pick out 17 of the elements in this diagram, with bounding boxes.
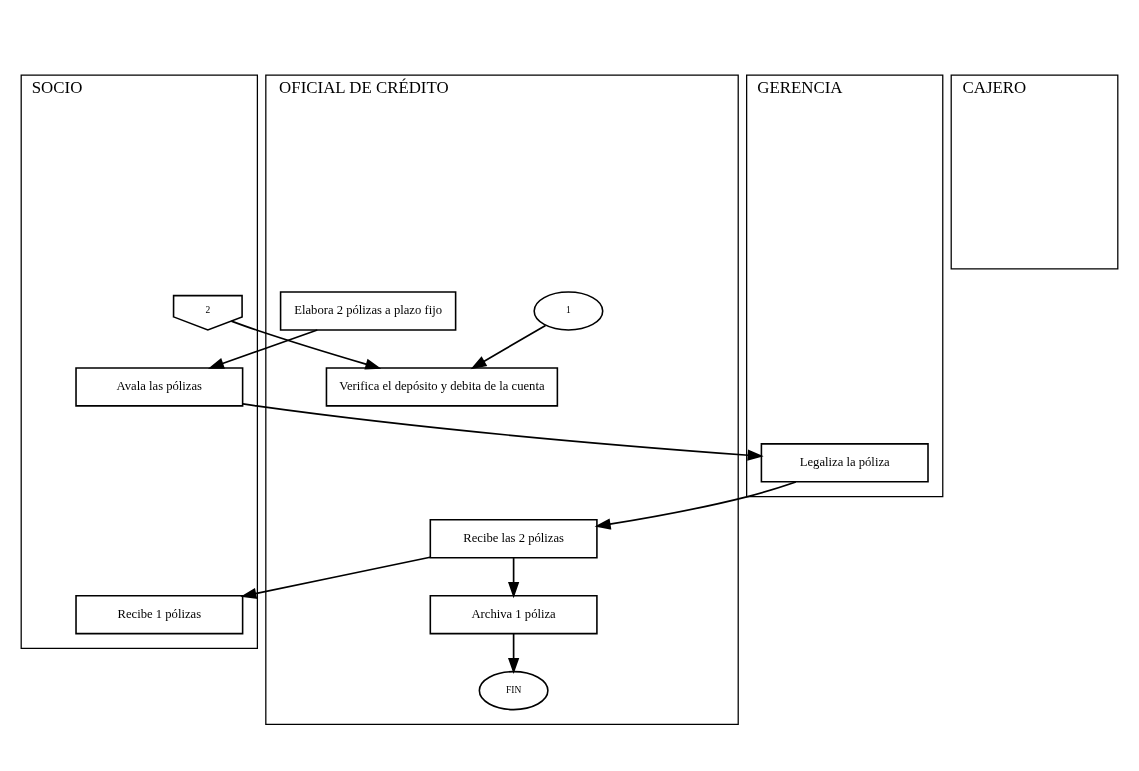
node-box: Archiva 1 póliza	[429, 594, 598, 634]
arrow	[230, 319, 382, 370]
node-box: Recibe las 2 pólizas	[429, 518, 598, 559]
node-box: Recibe 1 pólizas	[75, 594, 244, 634]
node-box: Legaliza la póliza	[760, 442, 929, 483]
arrow	[207, 328, 319, 369]
arrow	[508, 556, 520, 598]
node-box: CAJERO	[950, 74, 1119, 269]
node-box: Elabora 2 pólizas a plazo fijo	[279, 290, 457, 331]
node-ellipse: 1	[533, 290, 604, 331]
arrow	[470, 324, 547, 369]
node-box: Verifica el depósito y debita de la cuenta	[325, 366, 559, 407]
arrow	[242, 402, 764, 461]
arrow	[240, 555, 431, 599]
node-ellipse: FIN	[478, 670, 549, 710]
arrow	[508, 632, 520, 674]
node-box: Avala las pólizas	[75, 366, 244, 407]
